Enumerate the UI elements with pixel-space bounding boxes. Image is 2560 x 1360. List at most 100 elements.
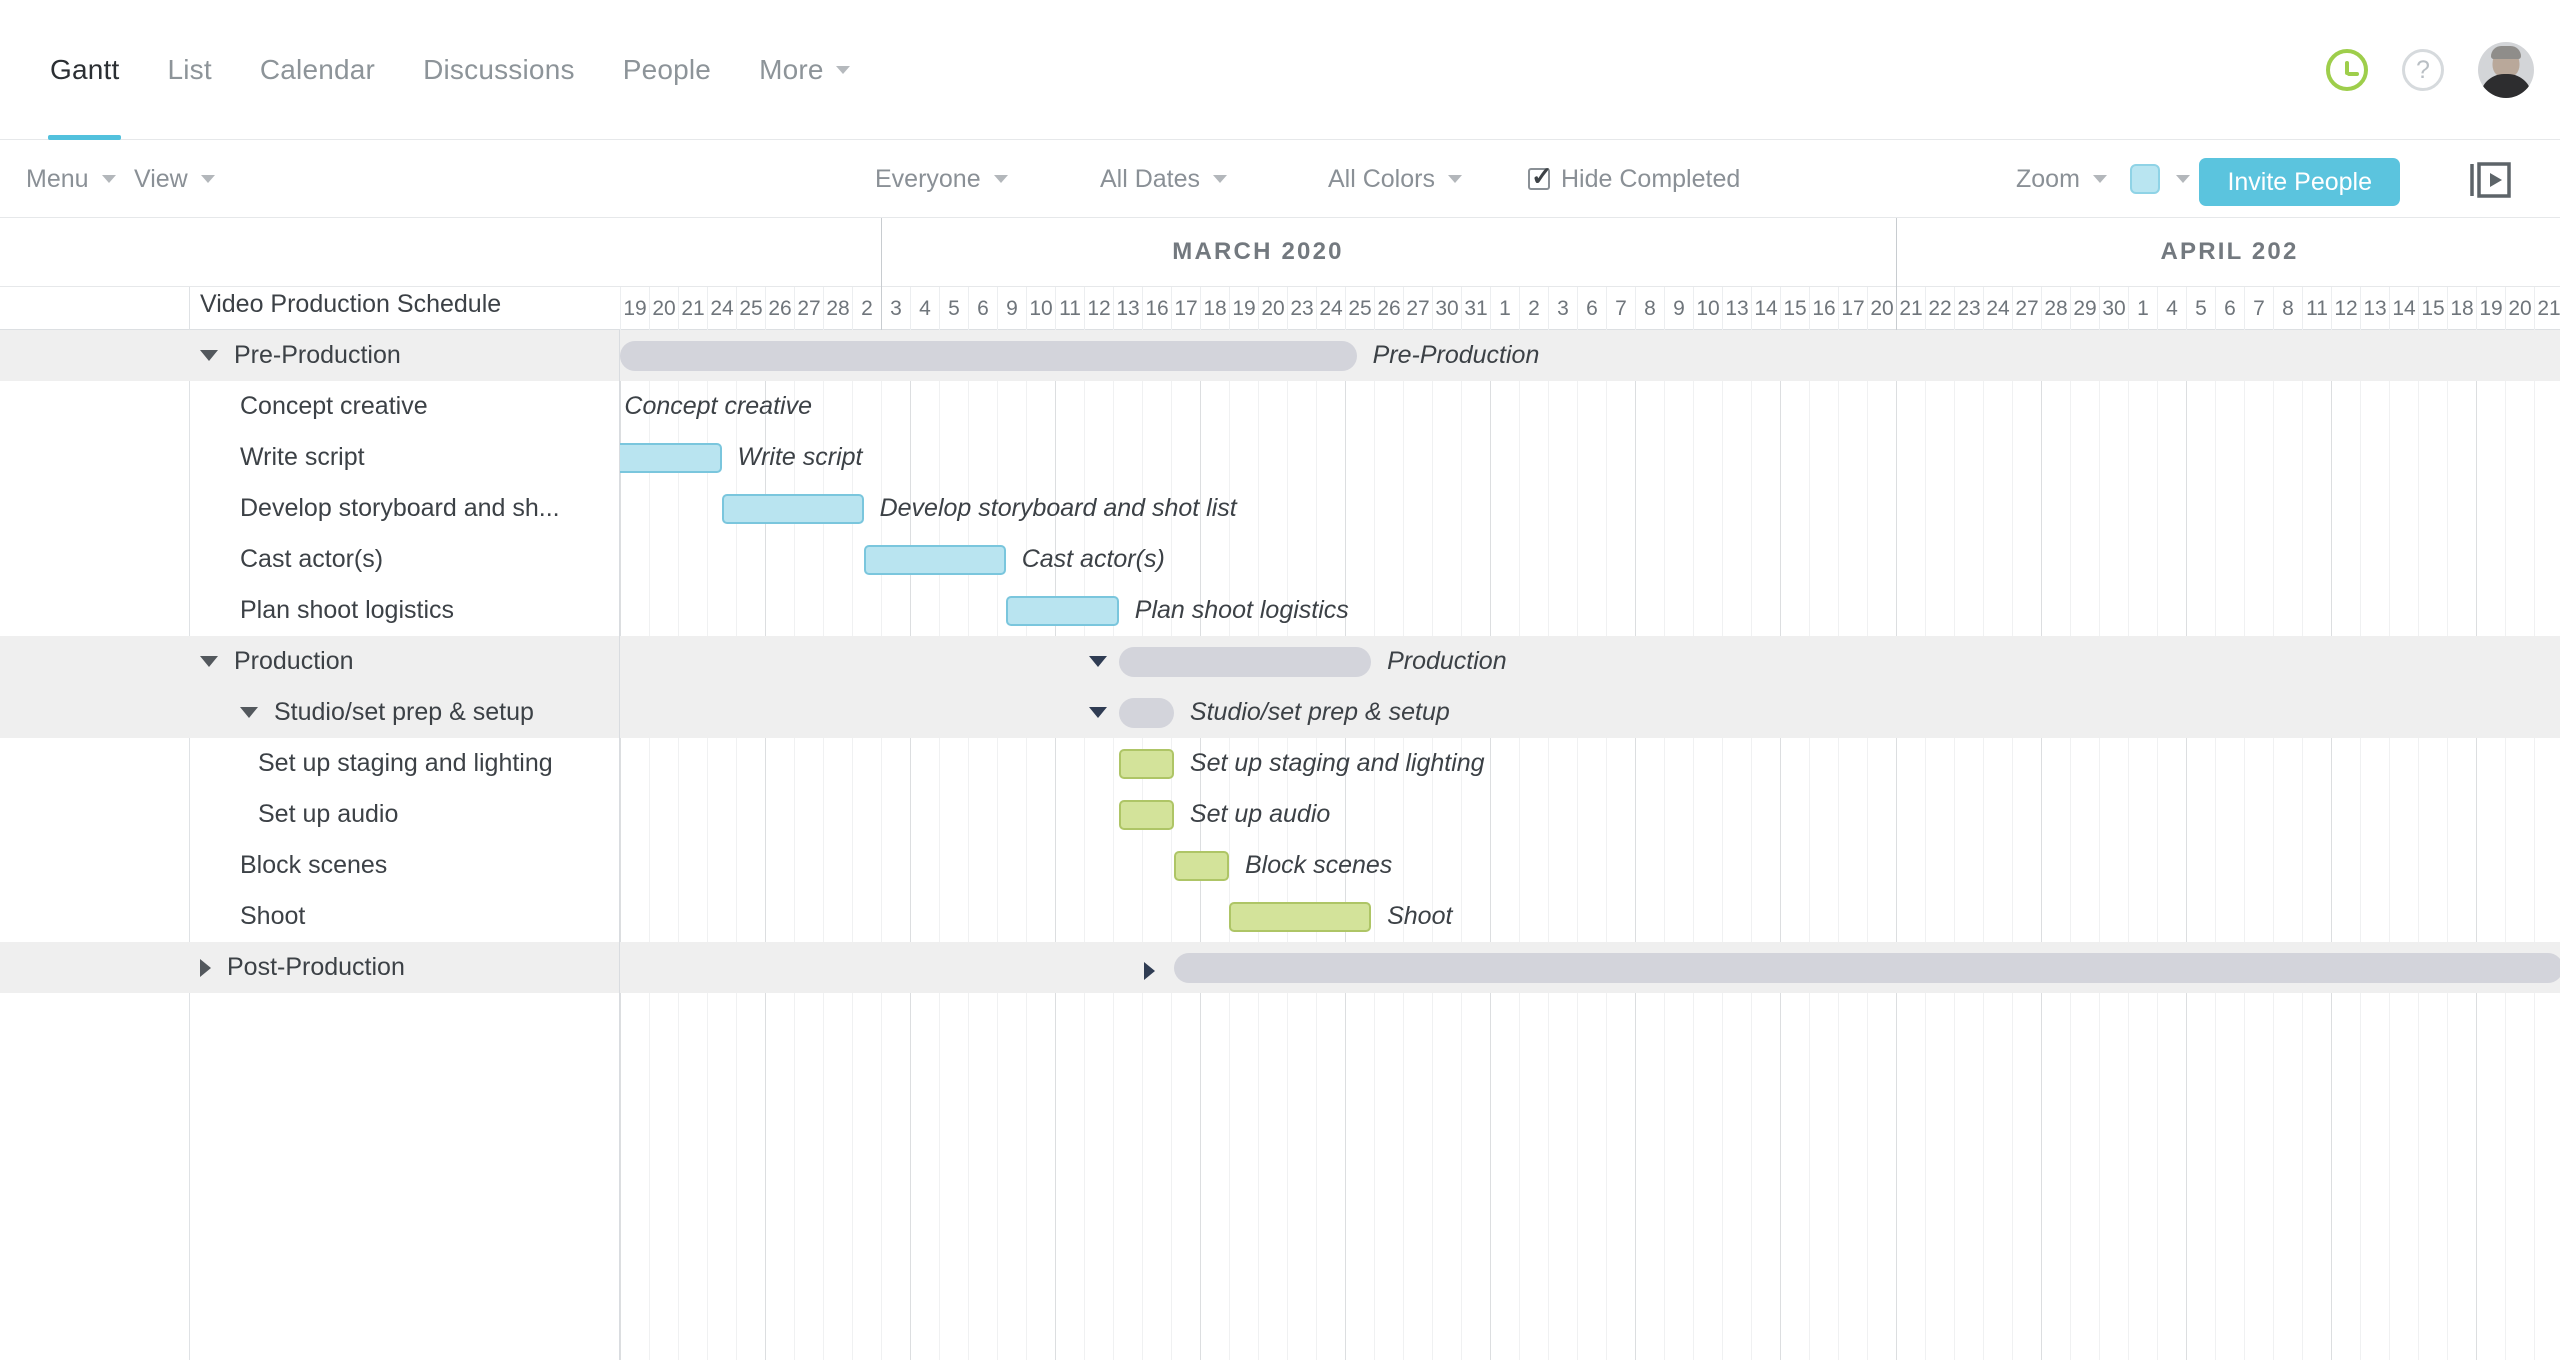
grid-line [1606, 330, 1607, 1360]
grid-line [1084, 330, 1085, 1360]
day-column-header: 24 [707, 287, 736, 331]
sidebar-task-row[interactable]: Write script [0, 432, 619, 483]
day-column-header: 11 [2302, 287, 2331, 331]
grid-line [1113, 330, 1114, 1360]
chart-collapse-triangle-icon[interactable] [1088, 656, 1107, 667]
task-bar[interactable] [1005, 596, 1119, 626]
group-bar[interactable] [1173, 953, 2560, 983]
menu-dropdown[interactable]: Menu [26, 140, 116, 218]
bar-label: Production [1387, 647, 1507, 675]
grid-line [968, 330, 969, 1360]
day-column-header: 20 [1258, 287, 1287, 331]
grid-line [1867, 330, 1868, 1360]
bar-label: Pre-Production [1372, 341, 1540, 369]
color-swatch[interactable] [2130, 164, 2160, 194]
day-column-header: 1 [1490, 287, 1519, 331]
tab-list[interactable]: List [143, 0, 235, 140]
chart-collapse-triangle-icon[interactable] [1088, 707, 1107, 718]
project-title-row[interactable]: Video Production Schedule [0, 279, 619, 330]
grid-line [1026, 330, 1027, 1360]
grid-line [1461, 330, 1462, 1360]
expand-triangle-icon[interactable] [200, 958, 211, 977]
grid-line [1287, 330, 1288, 1360]
sidebar-group-row[interactable]: Pre-Production [0, 330, 619, 381]
view-dropdown[interactable]: View [134, 140, 215, 218]
chart-row [620, 891, 2560, 942]
task-bar[interactable] [1118, 800, 1174, 830]
all-dates-filter[interactable]: All Dates [1100, 140, 1228, 218]
tab-more[interactable]: More [735, 0, 874, 140]
tab-discussions[interactable]: Discussions [399, 0, 599, 140]
day-column-header: 21 [1896, 287, 1925, 331]
collapse-triangle-icon[interactable] [240, 707, 258, 718]
collapse-triangle-icon[interactable] [200, 656, 218, 667]
panel-toggle-icon[interactable] [2468, 160, 2512, 200]
avatar[interactable] [2478, 42, 2534, 98]
everyone-label: Everyone [875, 164, 981, 193]
chevron-down-icon [101, 175, 116, 183]
zoom-label: Zoom [2016, 164, 2080, 193]
sidebar-task-row[interactable]: Develop storyboard and sh... [0, 483, 619, 534]
group-bar[interactable] [1118, 647, 1372, 677]
sidebar-task-row[interactable]: Plan shoot logistics [0, 585, 619, 636]
sidebar-task-row[interactable]: Set up staging and lighting [0, 738, 619, 789]
sidebar-group-row[interactable]: Studio/set prep & setup [0, 687, 619, 738]
clock-icon[interactable] [2326, 49, 2368, 91]
row-label: Plan shoot logistics [240, 596, 455, 624]
chevron-down-icon [1213, 175, 1228, 183]
grid-line [620, 330, 621, 1360]
chevron-down-icon [2176, 175, 2190, 183]
sidebar-group-row[interactable]: Post-Production [0, 942, 619, 993]
day-column-header: 5 [2186, 287, 2215, 331]
task-bar[interactable] [863, 545, 1006, 575]
tab-calendar[interactable]: Calendar [236, 0, 399, 140]
day-column-header: 7 [2244, 287, 2273, 331]
grid-line [1229, 330, 1230, 1360]
task-bar[interactable] [620, 443, 722, 473]
page-title: Video Production Schedule [200, 290, 502, 318]
group-bar[interactable] [620, 341, 1357, 371]
collapse-triangle-icon[interactable] [200, 350, 218, 361]
month-separator [1896, 218, 1897, 330]
sidebar-group-row[interactable]: Production [0, 636, 619, 687]
task-bar[interactable] [1229, 902, 1372, 932]
color-picker[interactable] [2130, 140, 2190, 218]
sidebar-task-row[interactable]: Cast actor(s) [0, 534, 619, 585]
chart-expand-triangle-icon[interactable] [1143, 962, 1155, 980]
sidebar-task-row[interactable]: Set up audio [0, 789, 619, 840]
task-bar[interactable] [1118, 749, 1174, 779]
day-column-header: 18 [1200, 287, 1229, 331]
day-column-header: 11 [1055, 287, 1084, 331]
all-colors-filter[interactable]: All Colors [1328, 140, 1462, 218]
task-bar[interactable] [721, 494, 864, 524]
day-column-header: 23 [1954, 287, 1983, 331]
group-bar[interactable] [1118, 698, 1174, 728]
everyone-filter[interactable]: Everyone [875, 140, 1008, 218]
tab-label: Gantt [50, 54, 120, 85]
month-separator [881, 218, 882, 330]
sidebar-task-row[interactable]: Shoot [0, 891, 619, 942]
hide-completed-toggle[interactable]: Hide Completed [1528, 140, 1740, 218]
grid-line [2360, 330, 2361, 1360]
day-column-header: 21 [678, 287, 707, 331]
row-label: Studio/set prep & setup [274, 698, 534, 726]
hide-completed-checkbox[interactable] [1528, 161, 1553, 192]
task-bar[interactable] [1173, 851, 1229, 881]
help-icon[interactable]: ? [2402, 49, 2444, 91]
sidebar-task-row[interactable]: Concept creative [0, 381, 619, 432]
bar-label: Set up audio [1189, 800, 1331, 828]
grid-line [1693, 330, 1694, 1360]
grid-line [2012, 330, 2013, 1360]
tab-people[interactable]: People [599, 0, 735, 140]
sidebar-task-row[interactable]: Block scenes [0, 840, 619, 891]
day-column-header: 25 [1345, 287, 1374, 331]
day-column-header: 9 [997, 287, 1026, 331]
tab-gantt[interactable]: Gantt [26, 0, 143, 140]
bar-label: Write script [737, 443, 863, 471]
row-label: Block scenes [240, 851, 388, 879]
day-column-header: 25 [736, 287, 765, 331]
zoom-dropdown[interactable]: Zoom [2016, 140, 2107, 218]
day-column-header: 16 [1809, 287, 1838, 331]
invite-people-button[interactable]: Invite People [2199, 158, 2400, 206]
